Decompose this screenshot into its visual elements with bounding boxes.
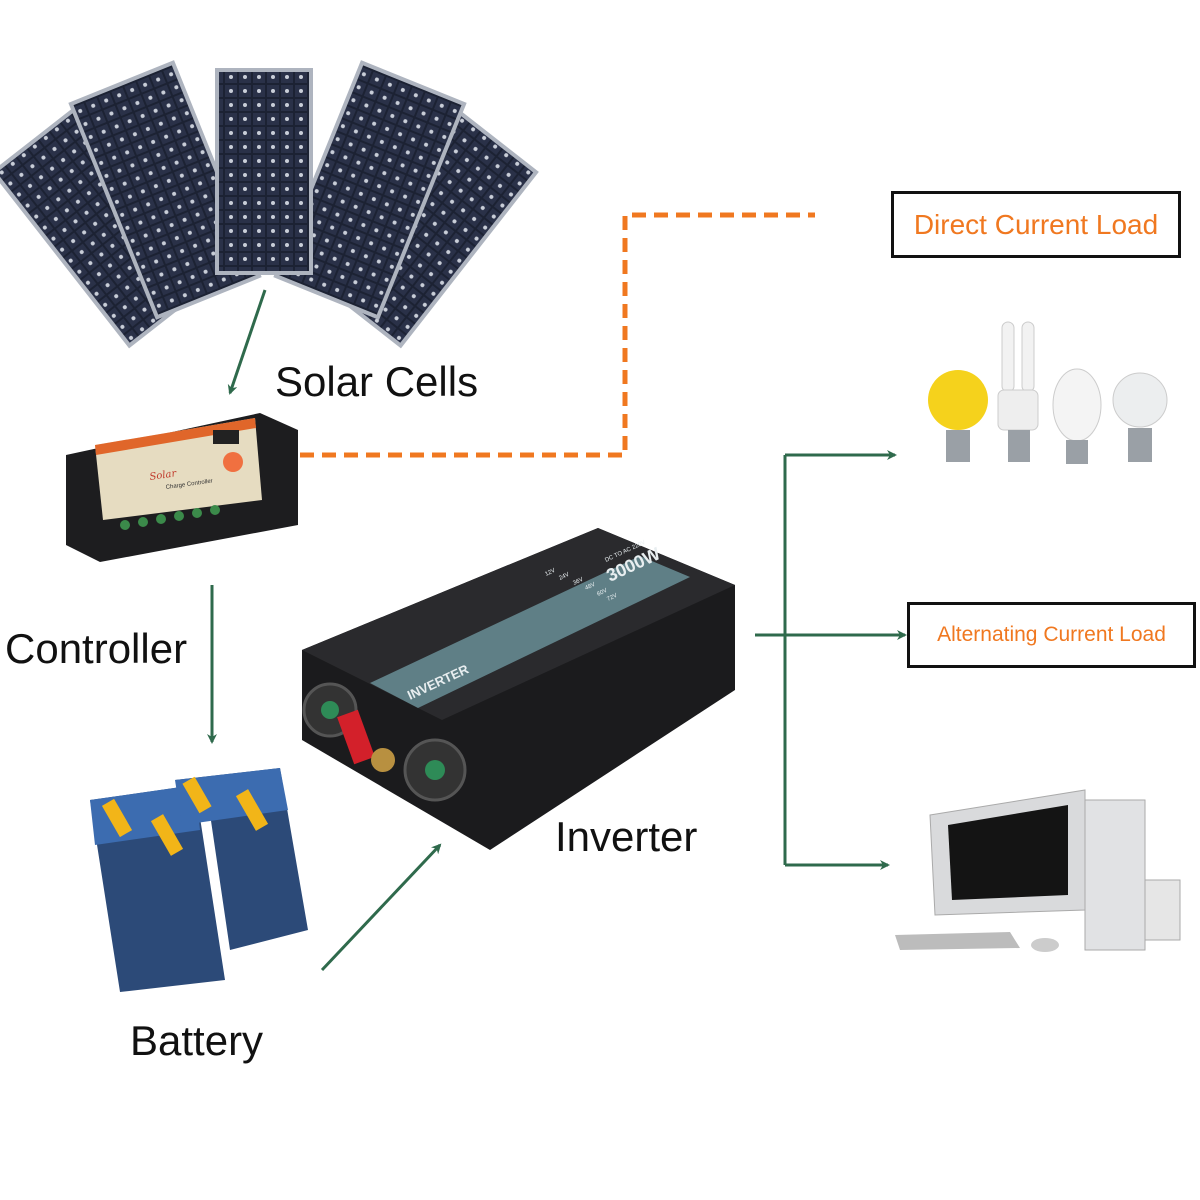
charge-controller-image: Solar Charge Controller (66, 413, 298, 562)
dc-load-box: Direct Current Load (891, 191, 1181, 258)
battery-label: Battery (130, 1017, 264, 1064)
arrow-panels-to-controller (227, 289, 267, 395)
voltage-option: 72V (606, 593, 618, 603)
solar-panels-image (0, 60, 539, 349)
dc-dashed-line (300, 212, 815, 458)
inverter-image: INVERTER DC TO AC 220V 3000W 12V 24V 36V… (302, 528, 735, 850)
inverter-label: Inverter (555, 813, 698, 860)
controller-brand-text: Solar (149, 468, 178, 483)
controller-label: Controller (5, 625, 188, 672)
voltage-option: 48V (584, 582, 596, 592)
dc-load-bulbs-image (928, 321, 1168, 464)
inverter-voltage-list: 12V 24V 36V 48V 60V 72V (544, 568, 618, 603)
flow-arrows (207, 289, 907, 972)
battery-image (90, 768, 308, 992)
ac-load-computer-image (895, 789, 1181, 952)
voltage-option: 24V (558, 572, 570, 582)
voltage-option: 60V (596, 588, 608, 598)
arrow-battery-to-inverter (320, 843, 442, 972)
voltage-option: 36V (572, 577, 584, 587)
voltage-option: 12V (544, 568, 556, 578)
solar-cells-label: Solar Cells (275, 358, 479, 405)
ac-load-box: Alternating Current Load (907, 602, 1196, 668)
